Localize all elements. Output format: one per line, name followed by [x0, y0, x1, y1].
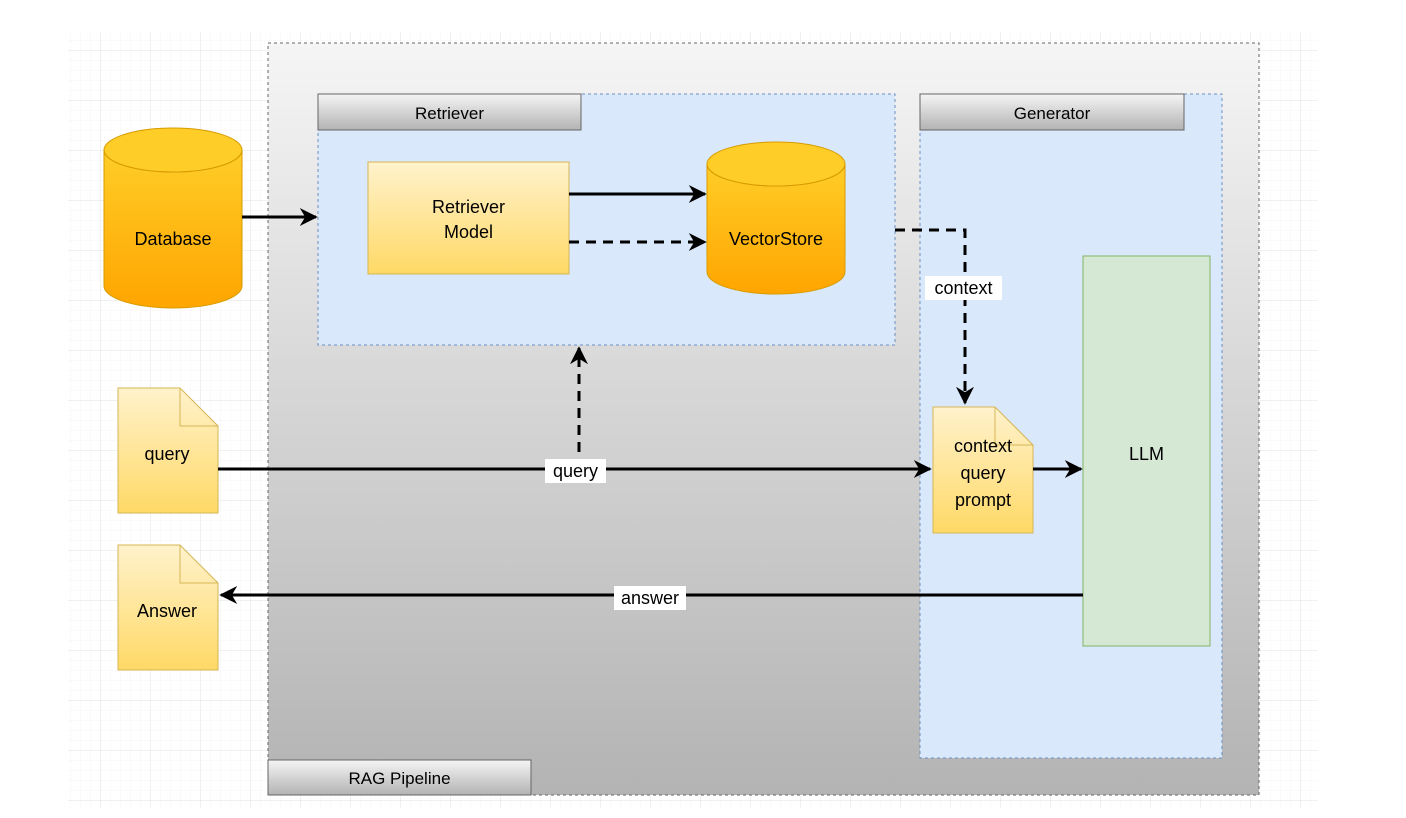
retriever-header[interactable]: Retriever — [317, 93, 582, 131]
llm-label: LLM — [1129, 444, 1164, 464]
edge-label-query: query — [545, 459, 606, 483]
rag-pipeline-label: RAG Pipeline — [348, 769, 450, 788]
prompt-line-query: query — [960, 463, 1005, 483]
generator-header[interactable]: Generator — [919, 93, 1185, 131]
generator-title: Generator — [1014, 104, 1091, 123]
database-label: Database — [134, 229, 211, 249]
answer-document-label: Answer — [137, 601, 197, 621]
prompt-line-context: context — [954, 436, 1012, 456]
database-node[interactable]: Database — [103, 127, 243, 309]
edge-label-context: context — [925, 276, 1002, 300]
vectorstore-label: VectorStore — [729, 229, 823, 249]
rag-pipeline-header[interactable]: RAG Pipeline — [267, 759, 532, 796]
svg-text:query: query — [553, 461, 598, 481]
edge-vectorstore-context-to-prompt[interactable] — [895, 228, 974, 405]
svg-text:context: context — [934, 278, 992, 298]
retriever-model-node[interactable]: Retriever Model — [367, 161, 570, 275]
retriever-model-label-line2: Model — [444, 222, 493, 242]
vectorstore-node[interactable]: VectorStore — [706, 141, 846, 295]
query-document-label: query — [144, 444, 189, 464]
answer-document-node[interactable]: Answer — [117, 544, 219, 671]
edge-label-answer: answer — [614, 586, 686, 610]
svg-text:answer: answer — [621, 588, 679, 608]
retriever-model-label-line1: Retriever — [432, 197, 505, 217]
query-document-node[interactable]: query — [117, 387, 219, 514]
prompt-document-node[interactable]: context query prompt — [932, 406, 1034, 534]
retriever-title: Retriever — [415, 104, 484, 123]
prompt-line-prompt: prompt — [955, 490, 1011, 510]
llm-node[interactable]: LLM — [1082, 255, 1211, 647]
